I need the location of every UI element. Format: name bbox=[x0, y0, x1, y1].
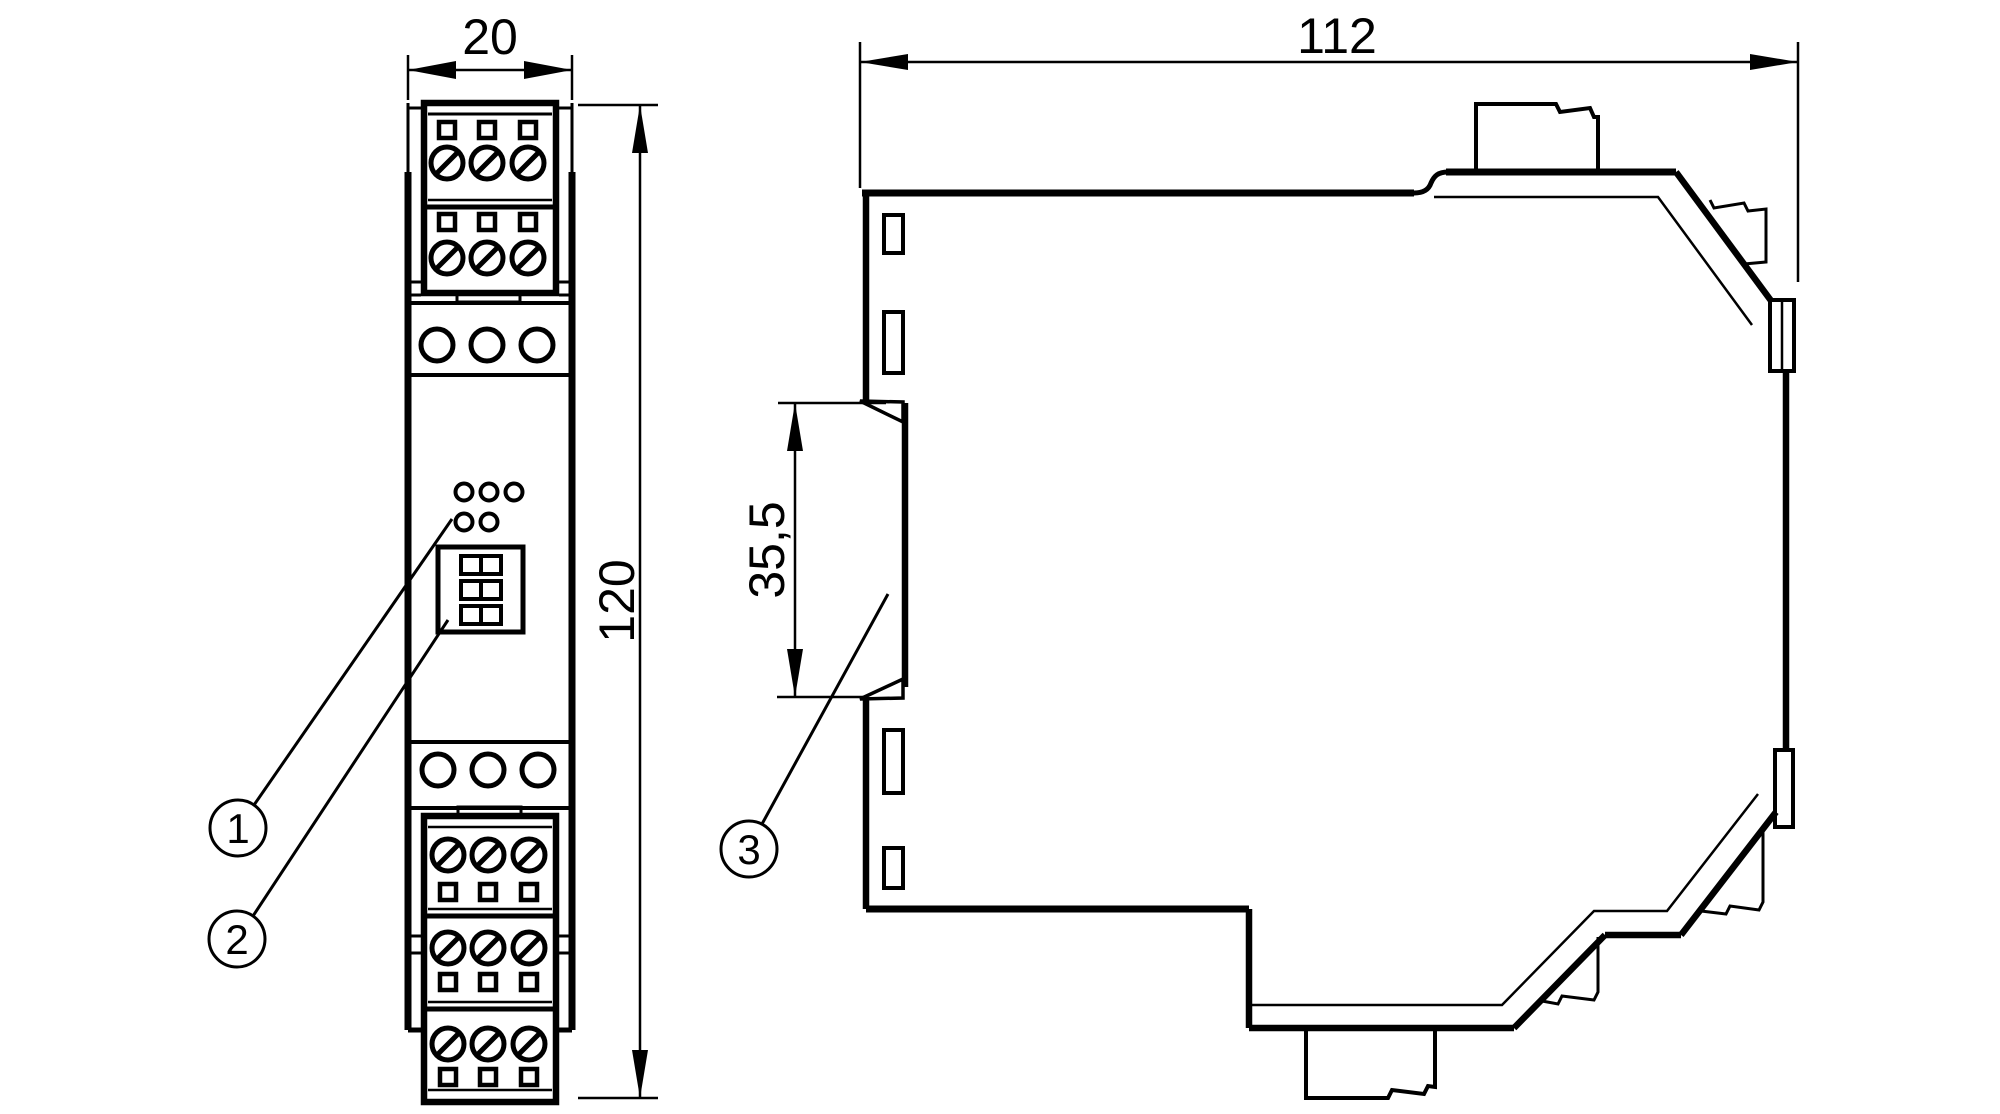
side-vent-slots bbox=[882, 213, 905, 890]
terminal-profile-right-lower bbox=[1773, 748, 1795, 829]
slot-icon bbox=[882, 310, 905, 375]
housing-seam-line bbox=[1434, 195, 1754, 326]
round-hole-icon bbox=[518, 326, 556, 364]
callout-number: 2 bbox=[225, 916, 248, 963]
dimension-label-height: 120 bbox=[589, 559, 645, 642]
screw-terminal-row bbox=[429, 836, 548, 874]
mounting-holes-bottom bbox=[411, 740, 569, 810]
arrowhead-left-icon bbox=[408, 61, 456, 79]
dimension-front-width: 20 bbox=[406, 9, 574, 100]
side-view: 112 bbox=[739, 8, 1800, 1100]
wire-port-icon bbox=[518, 971, 540, 993]
wire-port-icon bbox=[477, 1066, 499, 1088]
round-hole-icon bbox=[419, 751, 457, 789]
callout-number: 3 bbox=[737, 826, 760, 873]
terminal-profile-top bbox=[1474, 102, 1600, 172]
callout-circle-icon bbox=[719, 819, 779, 879]
arrowhead-right-icon bbox=[524, 61, 572, 79]
wire-port-icon bbox=[517, 211, 539, 233]
dimension-front-height: 120 bbox=[578, 103, 658, 1100]
wire-port-icon bbox=[476, 211, 498, 233]
wire-port-icon bbox=[437, 1066, 459, 1088]
dimension-side-depth: 112 bbox=[858, 8, 1800, 282]
arrowhead-up-icon bbox=[632, 105, 648, 153]
terminal-block-top bbox=[420, 99, 560, 304]
round-hole-icon bbox=[468, 326, 506, 364]
wire-port-icon bbox=[476, 119, 498, 141]
led-icon bbox=[478, 481, 500, 503]
housing-seam-line bbox=[1249, 793, 1759, 1007]
arrowhead-down-icon bbox=[787, 649, 803, 697]
led-icon bbox=[453, 481, 475, 503]
round-hole-icon bbox=[519, 751, 557, 789]
screw-terminal-row bbox=[428, 239, 547, 277]
led-indicators bbox=[453, 481, 525, 533]
arrowhead-right-icon bbox=[1750, 54, 1798, 70]
slot-icon bbox=[882, 846, 905, 890]
arrowhead-down-icon bbox=[632, 1050, 648, 1098]
callout-circle-icon bbox=[208, 798, 268, 858]
callout-number: 1 bbox=[226, 805, 249, 852]
terminal-profile-right-upper bbox=[1768, 298, 1796, 373]
led-icon bbox=[453, 511, 475, 533]
dimension-label-width: 20 bbox=[462, 9, 518, 65]
rail-claw-icon bbox=[859, 399, 905, 425]
slot-icon bbox=[882, 728, 905, 795]
screw-terminal-row bbox=[429, 1025, 548, 1063]
break-line-details bbox=[1541, 199, 1768, 1006]
terminal-profile-bottom bbox=[1304, 1028, 1437, 1100]
leader-line bbox=[251, 619, 450, 917]
wire-port-icon bbox=[477, 971, 499, 993]
led-icon bbox=[478, 511, 500, 533]
module-housing-front bbox=[404, 103, 576, 1033]
dip-switch bbox=[435, 544, 526, 635]
block-tab bbox=[455, 291, 522, 304]
round-hole-icon bbox=[418, 326, 456, 364]
callout-2: 2 bbox=[207, 619, 450, 969]
callout-1: 1 bbox=[208, 518, 454, 858]
module-housing-side bbox=[862, 168, 1790, 1032]
leader-line bbox=[760, 593, 890, 825]
wire-port-icon bbox=[518, 1066, 540, 1088]
screw-terminal-row bbox=[428, 144, 547, 182]
front-view: 20 bbox=[404, 9, 658, 1106]
callout-circle-icon bbox=[207, 909, 267, 969]
rail-claw-icon bbox=[859, 676, 905, 701]
din-rail-cutout bbox=[859, 399, 909, 701]
dimension-label-rail-cutout: 35,5 bbox=[739, 501, 795, 598]
terminal-block-bottom bbox=[420, 805, 560, 1106]
arrowhead-up-icon bbox=[787, 403, 803, 451]
round-hole-icon bbox=[469, 751, 507, 789]
wire-port-icon bbox=[517, 119, 539, 141]
wire-port-icon bbox=[436, 211, 458, 233]
leader-line bbox=[252, 518, 454, 806]
dimension-rail-cutout: 35,5 bbox=[739, 401, 886, 699]
wire-port-icon bbox=[437, 881, 459, 903]
arrowhead-left-icon bbox=[860, 54, 908, 70]
mounting-holes-top bbox=[411, 301, 569, 377]
led-icon bbox=[503, 481, 525, 503]
screw-terminal-row bbox=[429, 929, 548, 967]
wire-port-icon bbox=[437, 971, 459, 993]
wire-port-icon bbox=[477, 881, 499, 903]
slot-icon bbox=[882, 213, 905, 255]
dimension-label-depth: 112 bbox=[1297, 8, 1377, 64]
wire-port-icon bbox=[436, 119, 458, 141]
wire-port-icon bbox=[518, 881, 540, 903]
callout-3: 3 bbox=[719, 593, 890, 879]
